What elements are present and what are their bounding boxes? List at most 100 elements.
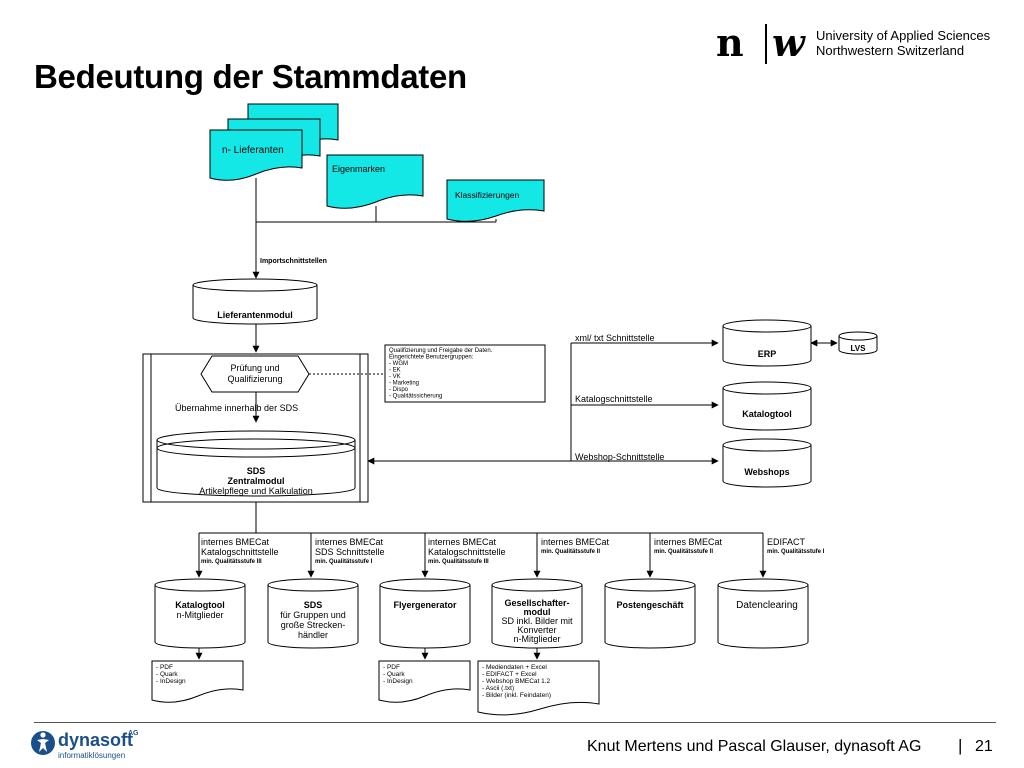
- lvs-cylinder: [838, 331, 878, 355]
- dynasoft-tagline: informatiklösungen: [58, 751, 126, 760]
- dynasoft-figure-icon: [31, 731, 55, 755]
- interface-label-1: internes BMECat Katalogschnittstelle min…: [201, 537, 279, 565]
- sds-zentralmodul-cylinder: [156, 430, 356, 497]
- label-katalogtool-right: Katalogtool: [742, 409, 792, 419]
- module-2-line2: für Gruppen und: [280, 610, 346, 620]
- label-eigenmarken: Eigenmarken: [332, 164, 385, 174]
- module-4-line3: SD inkl. Bilder mit: [501, 616, 573, 626]
- label-uebernahme: Übernahme innerhalb der SDS: [175, 403, 298, 413]
- interface-1-line1: internes BMECat: [201, 537, 270, 547]
- interface-6-line2: min. Qualitätsstufe I: [767, 549, 825, 555]
- page-number: 21: [975, 738, 993, 755]
- output-1-line2: - Quark: [156, 671, 178, 678]
- interface-4-line2: min. Qualitätsstufe II: [541, 549, 600, 555]
- note-line-1: Eingerichtete Benutzergruppen:: [389, 355, 474, 361]
- output-3-line4: - Ascii (.txt): [482, 685, 514, 692]
- uni-mark-n: n: [716, 20, 744, 65]
- erp-cylinder: [722, 319, 812, 367]
- dynasoft-name: dynasoft: [58, 730, 134, 750]
- module-5-line1: Postengeschäft: [616, 600, 683, 610]
- module-postengeschaeft-cylinder: [604, 578, 696, 649]
- module-gesellschafter-cylinder: [491, 578, 583, 649]
- interface-1-line2: Katalogschnittstelle: [201, 547, 279, 557]
- source-lieferanten-stack: [209, 103, 339, 181]
- label-sds-line2: Zentralmodul: [227, 476, 284, 486]
- output-3-line1: - Mediendaten + Excel: [482, 664, 547, 671]
- module-1-line2: n-Mitglieder: [176, 610, 223, 620]
- interface-5-line1: internes BMECat: [654, 537, 723, 547]
- output-1-line3: - InDesign: [156, 678, 186, 685]
- katalogtool-right-cylinder: [722, 381, 812, 431]
- label-sds-line3: Artikelpflege und Kalkulation: [199, 486, 313, 496]
- output-doc-3: [477, 660, 600, 716]
- university-line1: University of Applied Sciences: [816, 28, 991, 43]
- label-xml-schnittstelle: xml/ txt Schnittstelle: [575, 333, 655, 343]
- note-box: [384, 344, 546, 403]
- footer-separator: |: [958, 736, 963, 755]
- output-3-line2: - EDIFACT + Excel: [482, 671, 537, 678]
- interface-label-4: internes BMECat min. Qualitätsstufe II: [541, 537, 610, 555]
- source-klassifizierungen: [446, 179, 545, 222]
- label-erp: ERP: [758, 349, 777, 359]
- module-4-line4: Konverter: [517, 625, 556, 635]
- label-pruefung-line1: Prüfung und: [230, 363, 279, 373]
- university-name: University of Applied Sciences Northwest…: [816, 28, 990, 58]
- source-eigenmarken: [326, 154, 424, 209]
- label-katalogschnittstelle: Katalogschnittstelle: [575, 394, 653, 404]
- note-line-7: - Qualitätssicherung: [389, 394, 442, 400]
- university-line2: Northwestern Switzerland: [816, 43, 965, 58]
- interface-3-line1: internes BMECat: [428, 537, 497, 547]
- interface-6-line1: EDIFACT: [767, 537, 806, 547]
- label-importschnittstellen: Importschnittstellen: [260, 258, 327, 265]
- output-doc-2: [378, 660, 471, 703]
- label-sds-line1: SDS: [247, 466, 266, 476]
- module-flyergenerator-cylinder: [379, 578, 471, 649]
- output-2-line3: - InDesign: [383, 678, 413, 685]
- interface-1-line3: min. Qualitätsstufe III: [201, 559, 262, 565]
- output-2-line2: - Quark: [383, 671, 405, 678]
- uni-mark-divider: [765, 24, 767, 64]
- module-4-line5: n-Mitglieder: [513, 634, 560, 644]
- output-2-line1: - PDF: [383, 664, 400, 671]
- module-2-line3: große Strecken-: [281, 620, 346, 630]
- interface-4-line1: internes BMECat: [541, 537, 610, 547]
- interface-label-5: internes BMECat min. Qualitätsstufe II: [654, 537, 723, 555]
- uni-mark-w: w: [772, 20, 805, 65]
- output-3-line5: - Bilder (inkl. Feindaten): [482, 692, 551, 699]
- output-3-line3: - Webshop BMECat 1.2: [482, 678, 551, 685]
- note-line-5: - Marketing: [389, 381, 419, 387]
- interface-label-2: internes BMECat SDS Schnittstelle min. Q…: [315, 537, 385, 565]
- university-logo: n w University of Applied Sciences North…: [716, 22, 1006, 72]
- note-text: Qualifizierung und Freigabe der Daten. E…: [389, 348, 493, 400]
- note-line-4: - VK: [389, 374, 401, 380]
- label-lieferantenmodul: Lieferantenmodul: [217, 310, 293, 320]
- module-4-line2: modul: [524, 607, 551, 617]
- module-3-line1: Flyergenerator: [393, 600, 457, 610]
- note-line-2: - WGM: [389, 361, 408, 367]
- note-line-3: - EK: [389, 368, 401, 374]
- footer-divider: [34, 722, 996, 723]
- module-katalogtool-cylinder: [154, 578, 246, 649]
- footer-authors: Knut Mertens und Pascal Glauser, dynasof…: [587, 738, 922, 755]
- interface-2-line1: internes BMECat: [315, 537, 384, 547]
- interface-label-3: internes BMECat Katalogschnittstelle min…: [428, 537, 506, 565]
- pruefung-hexagon: [200, 355, 310, 393]
- module-1-line1: Katalogtool: [175, 600, 225, 610]
- module-2-line4: händler: [298, 630, 328, 640]
- interface-label-6: EDIFACT min. Qualitätsstufe I: [767, 537, 825, 555]
- module-2-line1: SDS: [304, 600, 323, 610]
- output-doc-1: [151, 660, 244, 703]
- output-1-line1: - PDF: [156, 664, 173, 671]
- module-4-line1: Gesellschafter-: [504, 598, 569, 608]
- slide-title: Bedeutung der Stammdaten: [34, 58, 467, 95]
- module-6-line1: Datenclearing: [736, 600, 798, 611]
- label-webshop-schnittstelle: Webshop-Schnittstelle: [575, 452, 664, 462]
- dynasoft-suffix: AG: [128, 730, 139, 737]
- dynasoft-logo: dynasoft AG informatiklösungen: [30, 726, 160, 764]
- label-lvs: LVS: [851, 344, 867, 353]
- label-pruefung-line2: Qualifizierung: [227, 374, 282, 384]
- label-lieferanten: n- Lieferanten: [222, 145, 284, 156]
- note-line-6: - Dispo: [389, 387, 409, 393]
- interface-3-line3: min. Qualitätsstufe III: [428, 559, 489, 565]
